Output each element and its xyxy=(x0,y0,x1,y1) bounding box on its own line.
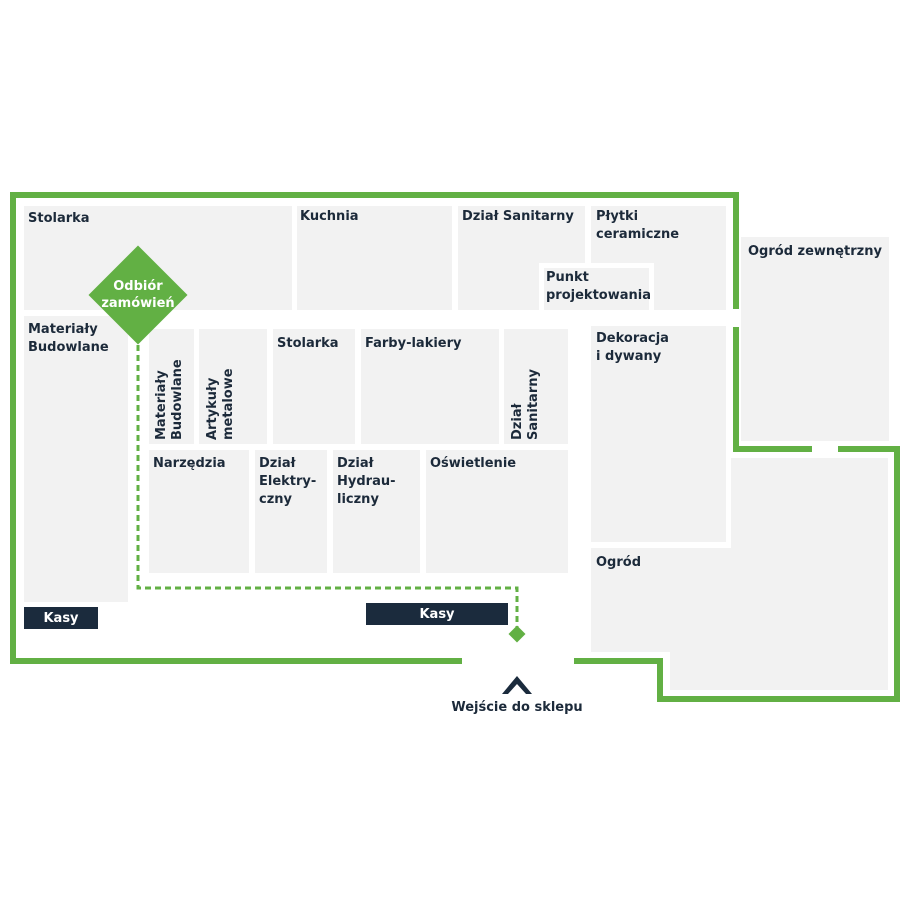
label-oswietlenie: Oświetlenie xyxy=(430,456,517,471)
zone-ogrod-b xyxy=(731,458,888,690)
zone-ogrod-c xyxy=(670,548,734,690)
cashier-left: Kasy xyxy=(24,607,98,629)
cashier-center: Kasy xyxy=(366,603,508,625)
label-materialy-left: Materiały Budowlane xyxy=(28,322,109,355)
label-materialy-vertical: Materiały Budowlane xyxy=(154,359,185,440)
zone-dzial-sanitarny-vertical xyxy=(504,329,568,444)
zone-ogrod-zewnetrzny xyxy=(741,237,889,441)
label-dekoracja: Dekoracja i dywany xyxy=(596,331,669,364)
label-punkt: Punkt projektowania xyxy=(546,270,651,303)
label-artykuly-vertical: Artykuły metalowe xyxy=(205,368,236,440)
zone-kuchnia xyxy=(297,206,452,310)
label-hydrauliczny: Dział Hydrau- liczny xyxy=(337,456,396,507)
label-stolarka-mid: Stolarka xyxy=(277,336,339,351)
zone-dekoracja xyxy=(591,326,726,542)
zone-oswietlenie xyxy=(426,450,568,573)
zone-hydrauliczny xyxy=(333,450,420,573)
label-elektryczny: Dział Elektry- czny xyxy=(259,456,317,507)
label-ogrod-zewnetrzny: Ogród zewnętrzny xyxy=(748,244,882,259)
label-dzial-sanitarny-top: Dział Sanitarny xyxy=(462,209,574,224)
label-ogrod: Ogród xyxy=(596,555,642,570)
entrance-chevron-icon xyxy=(502,676,532,694)
pickup-route xyxy=(136,345,519,634)
zone-narzedzia xyxy=(149,450,249,573)
label-stolarka-top: Stolarka xyxy=(28,211,90,226)
zone-materialy-vertical xyxy=(149,329,194,444)
zone-punkt xyxy=(539,263,654,310)
route-end-marker xyxy=(508,625,526,643)
pickup-point: Odbiór zamówień xyxy=(88,245,188,345)
label-kuchnia: Kuchnia xyxy=(300,209,359,224)
zone-elektryczny xyxy=(255,450,327,573)
store-wall xyxy=(10,192,739,664)
pickup-label: Odbiór zamówień xyxy=(101,279,175,311)
zone-farby xyxy=(361,329,499,444)
store-wall-garden xyxy=(574,446,900,702)
label-dzial-sanitarny-vertical: Dział Sanitarny xyxy=(510,369,541,440)
label-plytki: Płytki ceramiczne xyxy=(596,209,680,242)
label-farby: Farby-lakiery xyxy=(365,336,462,351)
zone-stolarka-mid xyxy=(273,329,355,444)
entrance-label: Wejście do sklepu xyxy=(451,700,583,715)
zone-artykuly-vertical xyxy=(199,329,267,444)
zone-materialy-left xyxy=(24,316,128,602)
label-narzedzia: Narzędzia xyxy=(153,456,226,471)
garden-inner-wall xyxy=(733,327,812,452)
